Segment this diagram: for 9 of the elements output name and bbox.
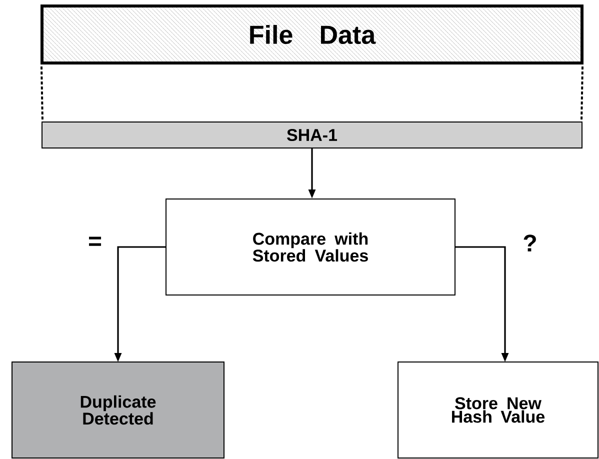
result-box: Duplicate Detected (12, 362, 224, 458)
connector-line (580, 66, 584, 122)
edge-label: ? (522, 234, 538, 252)
edge-label: = (87, 236, 104, 250)
process-box: Store New Hash Value (398, 362, 598, 458)
process-box: Compare with Stored Values (166, 198, 456, 296)
data-block: File Data (40, 4, 584, 64)
connector-line (40, 66, 44, 122)
hash-bar: SHA-1 (42, 122, 582, 148)
